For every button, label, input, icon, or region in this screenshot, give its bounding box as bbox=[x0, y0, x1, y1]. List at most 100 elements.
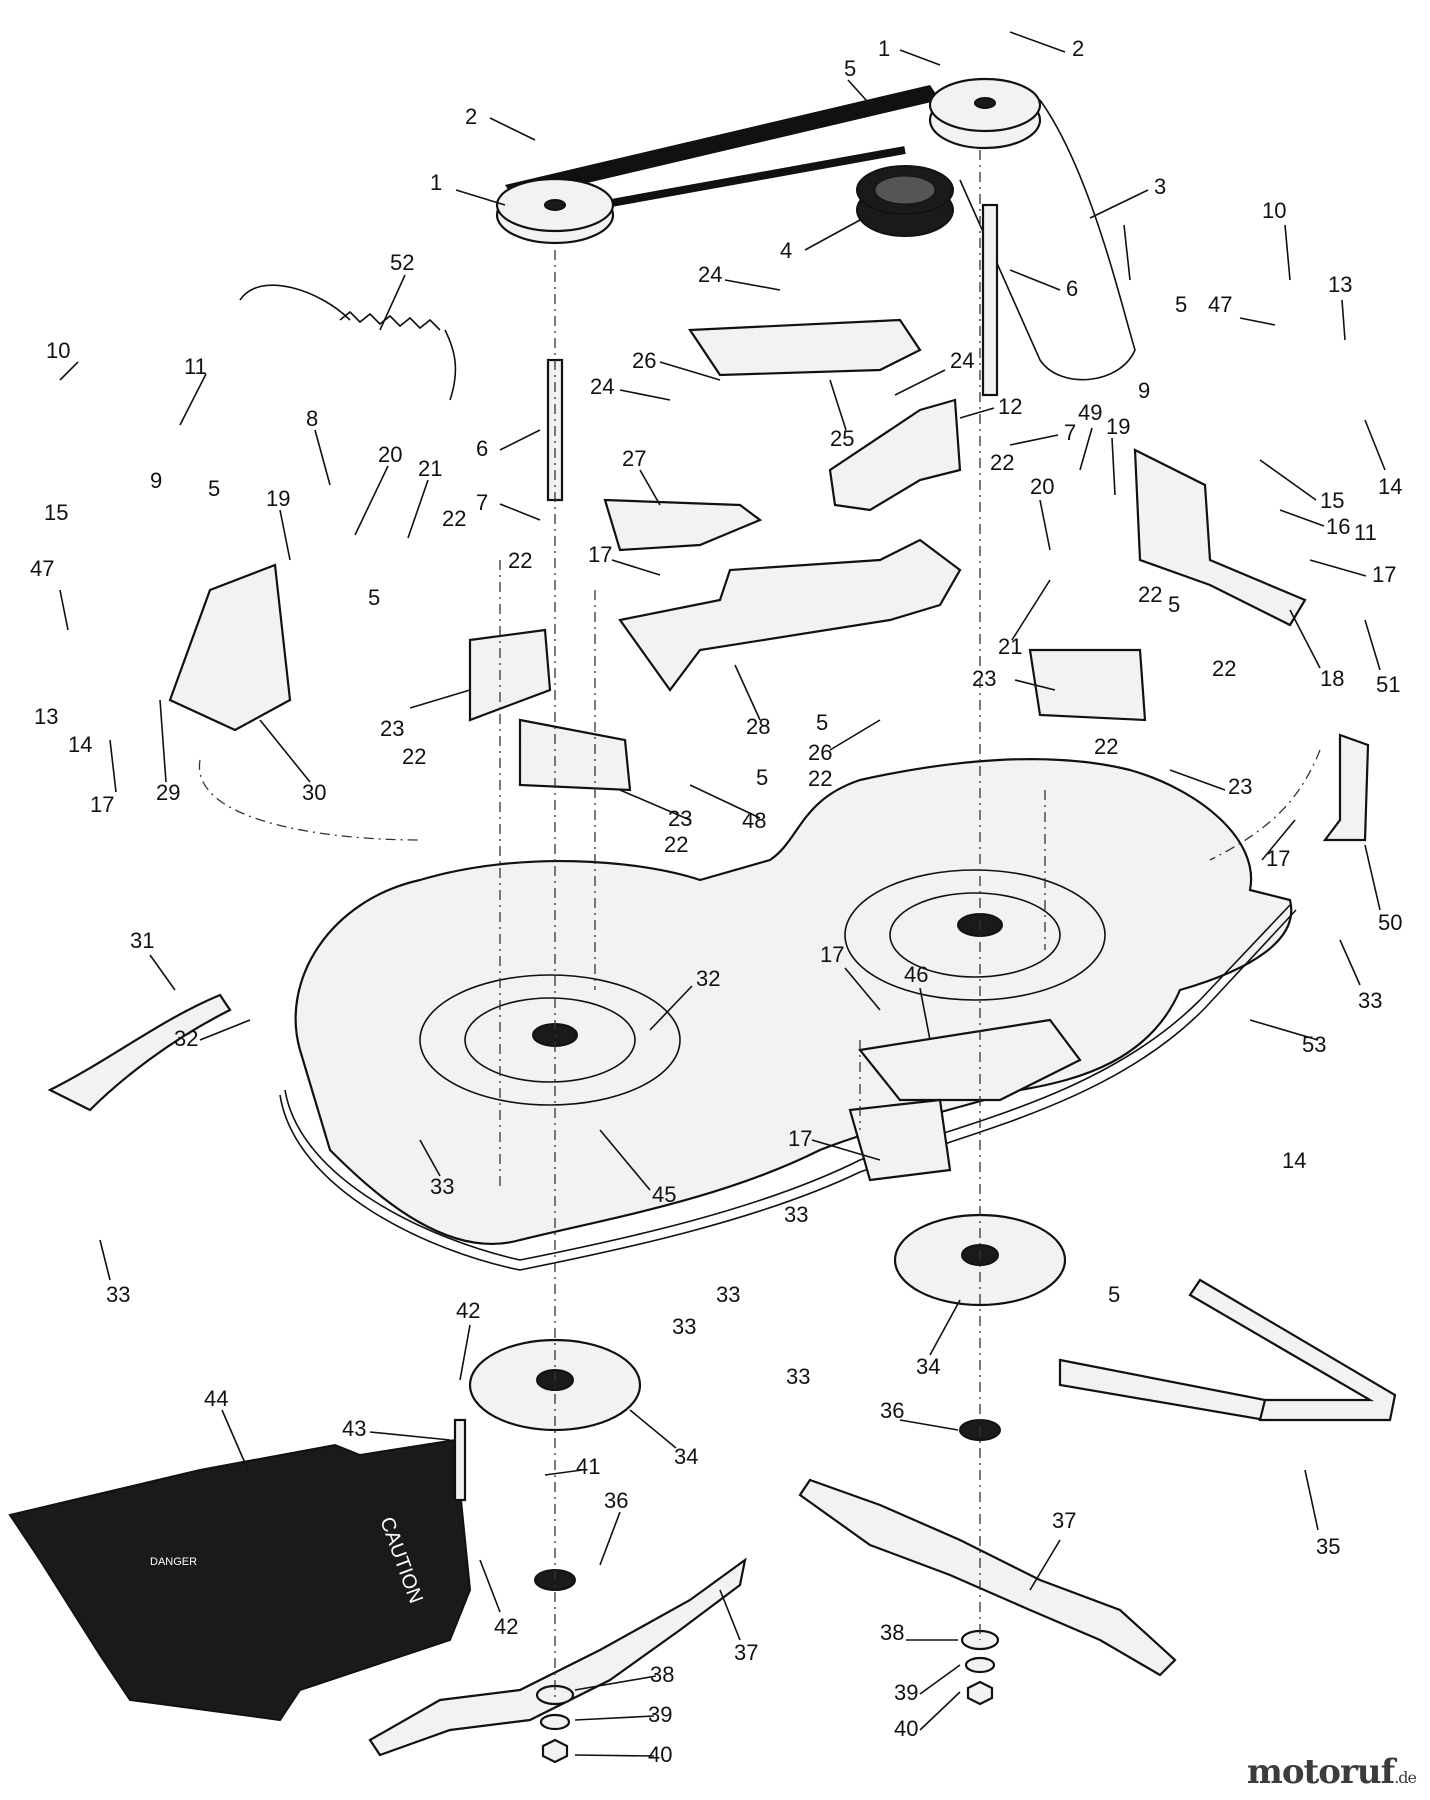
label-36-right: 36 bbox=[880, 1398, 904, 1423]
label-38-right: 38 bbox=[880, 1620, 904, 1645]
label-6-right: 6 bbox=[1066, 276, 1078, 301]
mower-deck-housing bbox=[279, 758, 1297, 1271]
label-26-top: 26 bbox=[632, 348, 656, 373]
label-49: 49 bbox=[1078, 400, 1102, 425]
bracket-27 bbox=[603, 498, 763, 552]
label-17-front: 17 bbox=[788, 1126, 812, 1151]
idler-arm-bracket bbox=[688, 318, 922, 377]
label-46: 46 bbox=[904, 962, 928, 987]
label-45: 45 bbox=[652, 1182, 676, 1207]
label-36-left: 36 bbox=[604, 1488, 628, 1513]
pivot-bracket-30 bbox=[168, 563, 292, 732]
label-5-right-mid: 5 bbox=[1168, 592, 1180, 617]
label-11-left: 11 bbox=[184, 354, 207, 379]
label-20-right: 20 bbox=[1030, 474, 1054, 499]
label-15-left: 15 bbox=[44, 500, 68, 525]
drive-belt bbox=[505, 85, 1136, 381]
blade-left bbox=[368, 1557, 747, 1757]
label-22-i: 22 bbox=[664, 832, 688, 857]
label-26-bottom: 26 bbox=[808, 740, 832, 765]
pulley-right bbox=[928, 77, 1042, 150]
label-40-left: 40 bbox=[648, 1742, 672, 1767]
label-21-left: 21 bbox=[418, 456, 442, 481]
label-17-deck: 17 bbox=[820, 942, 844, 967]
label-35: 35 bbox=[1316, 1534, 1340, 1559]
blade-hardware-left bbox=[535, 1684, 575, 1764]
label-16: 16 bbox=[1326, 514, 1350, 539]
idler-pulley bbox=[856, 165, 954, 237]
label-17-right: 17 bbox=[1372, 562, 1396, 587]
label-7-left: 7 bbox=[476, 490, 488, 515]
label-39-left: 39 bbox=[648, 1702, 672, 1727]
chute-danger-text: DANGER bbox=[150, 1556, 197, 1568]
label-41: 41 bbox=[576, 1454, 600, 1479]
label-5-right-top: 5 bbox=[1175, 292, 1187, 317]
label-20-left: 20 bbox=[378, 442, 402, 467]
label-1-left: 1 bbox=[430, 170, 442, 195]
label-10-right: 10 bbox=[1262, 198, 1286, 223]
label-27: 27 bbox=[622, 446, 646, 471]
label-24-c: 24 bbox=[950, 348, 974, 373]
label-14-right: 14 bbox=[1378, 474, 1402, 499]
label-6-left: 6 bbox=[476, 436, 488, 461]
label-19-right: 19 bbox=[1106, 414, 1130, 439]
bracket-50 bbox=[1322, 733, 1370, 842]
watermark: motoruf.de bbox=[1246, 1752, 1417, 1792]
label-37-left: 37 bbox=[734, 1640, 758, 1665]
deck-hanger-bracket-28 bbox=[618, 538, 962, 692]
label-12: 12 bbox=[998, 394, 1022, 419]
label-24-b: 24 bbox=[590, 374, 614, 399]
label-23-far-right: 23 bbox=[1228, 774, 1252, 799]
label-5-bottom: 5 bbox=[1108, 1282, 1120, 1307]
extension-spring bbox=[239, 284, 457, 401]
gauge-wheel-bracket-46 bbox=[848, 1018, 1082, 1182]
pulley-left bbox=[495, 177, 615, 245]
label-37-right: 37 bbox=[1052, 1508, 1076, 1533]
label-13-right: 13 bbox=[1328, 272, 1352, 297]
label-7-right: 7 bbox=[1064, 420, 1076, 445]
label-28: 28 bbox=[746, 714, 770, 739]
label-33-mid: 33 bbox=[430, 1174, 454, 1199]
label-34-right: 34 bbox=[916, 1354, 940, 1379]
stiffener-31 bbox=[47, 993, 232, 1112]
discharge-chute: CAUTION DANGER bbox=[8, 1438, 472, 1722]
label-51: 51 bbox=[1376, 672, 1400, 697]
label-33-b: 33 bbox=[716, 1282, 740, 1307]
callout-labels: 1 1 2 2 3 4 5 5 5 5 5 5 5 5 6 6 7 7 8 9 … bbox=[30, 36, 1402, 1767]
label-39-right: 39 bbox=[894, 1680, 918, 1705]
label-22-c: 22 bbox=[990, 450, 1014, 475]
blade-right bbox=[798, 1478, 1177, 1677]
label-1-right: 1 bbox=[878, 36, 890, 61]
label-42-top: 42 bbox=[456, 1298, 480, 1323]
label-14-left: 14 bbox=[68, 732, 92, 757]
chute-rod-43 bbox=[453, 1418, 467, 1502]
label-9-right: 9 bbox=[1138, 378, 1150, 403]
rod-35 bbox=[1058, 1278, 1397, 1422]
label-40-right: 40 bbox=[894, 1716, 918, 1741]
label-5-center-b: 5 bbox=[756, 765, 768, 790]
watermark-brand: motoruf bbox=[1246, 1752, 1395, 1792]
label-25: 25 bbox=[830, 426, 854, 451]
label-22-h: 22 bbox=[808, 766, 832, 791]
watermark-tld: .de bbox=[1394, 1768, 1417, 1787]
label-18: 18 bbox=[1320, 666, 1344, 691]
label-17-center: 17 bbox=[588, 542, 612, 567]
label-33-a: 33 bbox=[784, 1202, 808, 1227]
label-50: 50 bbox=[1378, 910, 1402, 935]
label-38-left: 38 bbox=[650, 1662, 674, 1687]
label-24-a: 24 bbox=[698, 262, 722, 287]
label-2-left: 2 bbox=[465, 104, 477, 129]
label-33-right-top: 33 bbox=[1358, 988, 1382, 1013]
label-22-b: 22 bbox=[508, 548, 532, 573]
label-29: 29 bbox=[156, 780, 180, 805]
label-22-a: 22 bbox=[442, 506, 466, 531]
label-5-top: 5 bbox=[844, 56, 856, 81]
label-32-left: 32 bbox=[174, 1026, 198, 1051]
label-31: 31 bbox=[130, 928, 154, 953]
label-23-right: 23 bbox=[972, 666, 996, 691]
label-52: 52 bbox=[390, 250, 414, 275]
baffle-23-right bbox=[1028, 648, 1147, 722]
label-14-bottom: 14 bbox=[1282, 1148, 1306, 1173]
label-5-left: 5 bbox=[208, 476, 220, 501]
